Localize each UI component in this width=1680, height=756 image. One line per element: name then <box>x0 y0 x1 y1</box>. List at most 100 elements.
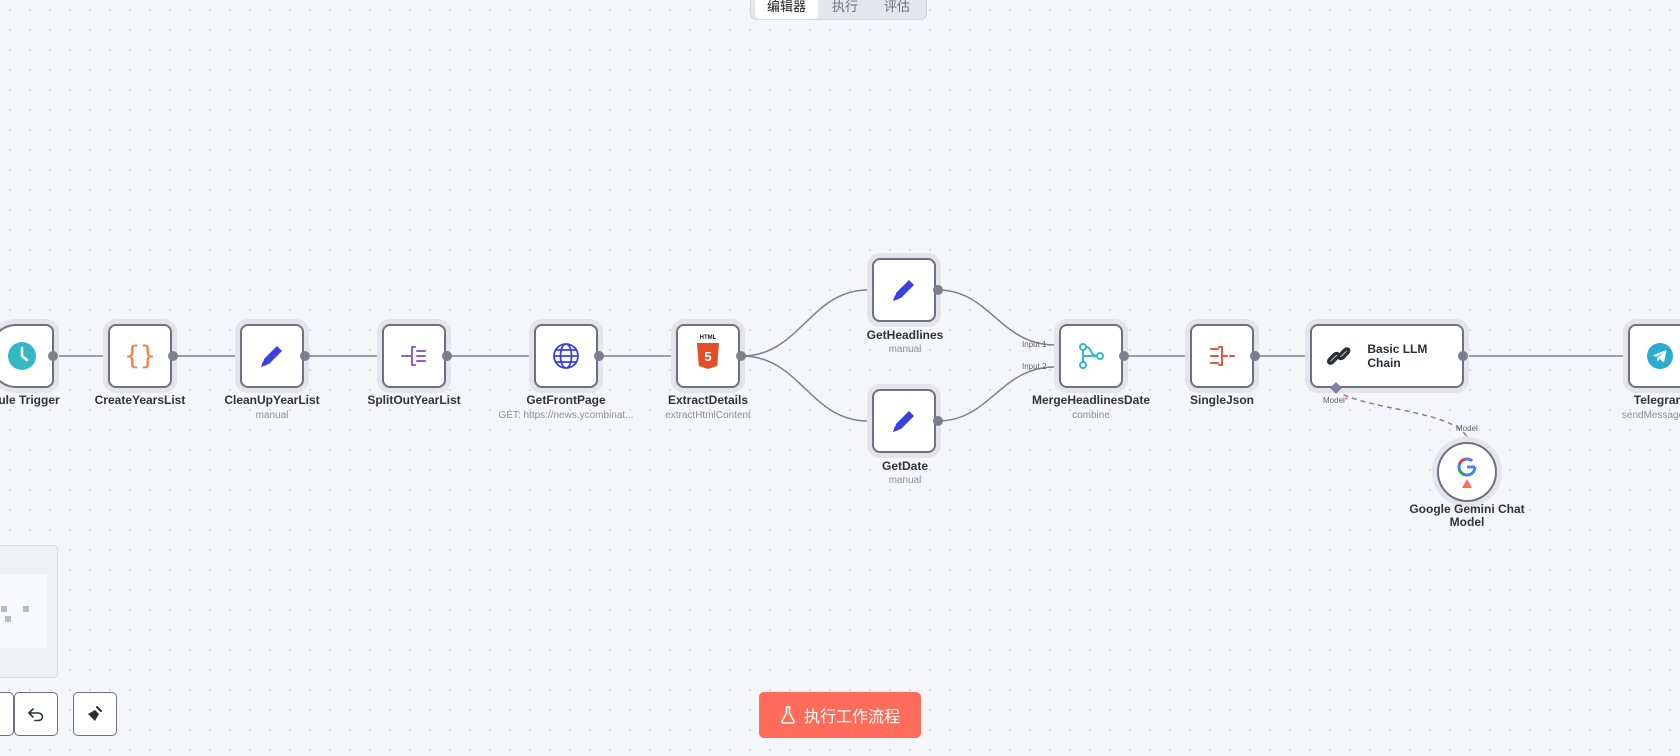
tidy-up-button[interactable] <box>73 692 117 736</box>
node-label: GetDate <box>881 459 929 473</box>
node-create-years-list[interactable]: {} <box>108 324 172 388</box>
node-get-front-page[interactable] <box>534 324 598 388</box>
tab-executions[interactable]: 执行 <box>832 0 859 14</box>
broom-icon <box>88 706 102 721</box>
output-handle[interactable] <box>1250 351 1260 361</box>
output-handle[interactable] <box>300 351 310 361</box>
node-title: Basic LLM Chain <box>1367 342 1428 370</box>
merge-icon <box>1079 343 1104 369</box>
output-handle[interactable] <box>1458 351 1468 361</box>
pencil-icon <box>893 280 914 301</box>
input-handle[interactable] <box>530 350 536 362</box>
html5-glyph: 5 <box>704 348 712 364</box>
output-handle[interactable] <box>933 416 943 426</box>
chain-link-icon <box>1326 347 1351 365</box>
undo-icon <box>28 708 44 722</box>
warning-icon <box>1462 479 1472 488</box>
tab-evaluations[interactable]: 评估 <box>884 0 911 14</box>
view-tabs: 编辑器 执行 评估 <box>750 0 928 20</box>
required-mark: * <box>1344 396 1348 405</box>
input-handle[interactable] <box>1055 361 1061 373</box>
execute-workflow-button[interactable]: 执行工作流程 <box>759 692 921 738</box>
input-handle[interactable] <box>1186 350 1192 362</box>
minimap-node <box>23 606 29 612</box>
node-label: edule Trigger <box>0 393 60 407</box>
node-schedule-trigger[interactable] <box>0 324 54 388</box>
node-label: Google Gemini Chat Model <box>1409 503 1524 529</box>
output-handle[interactable] <box>594 351 604 361</box>
input-handle[interactable] <box>236 350 242 362</box>
node-label: ExtractDetails <box>667 393 749 407</box>
input-handle[interactable] <box>104 350 110 362</box>
node-label: SplitOutYearList <box>367 393 461 407</box>
node-merge-headlines-date[interactable] <box>1059 324 1123 388</box>
node-label: SingleJson <box>1189 393 1255 407</box>
output-handle[interactable] <box>168 351 178 361</box>
globe-icon <box>553 343 579 369</box>
model-port-diamond[interactable] <box>1330 382 1342 394</box>
output-handle[interactable] <box>736 351 746 361</box>
input-handle[interactable] <box>672 350 678 362</box>
model-port-text: Model <box>1323 396 1345 405</box>
node-subtitle: manual <box>255 410 289 421</box>
minimap-node <box>5 616 11 622</box>
zoom-button[interactable] <box>0 692 14 736</box>
node-label-line: Google Gemini Chat <box>1409 502 1525 516</box>
node-extract-details[interactable]: HTML 5 <box>676 324 740 388</box>
node-label: MergeHeadlinesDate <box>1031 393 1151 407</box>
node-single-json[interactable] <box>1190 324 1254 388</box>
google-icon <box>1456 456 1478 488</box>
connection-line <box>937 289 1056 346</box>
node-label: CreateYearsList <box>94 393 186 407</box>
minimap-node <box>1 606 7 612</box>
input-handle[interactable] <box>1624 350 1630 362</box>
input-handle[interactable] <box>1306 350 1312 362</box>
execute-workflow-label: 执行工作流程 <box>803 707 900 726</box>
input-handle[interactable] <box>868 415 874 427</box>
node-label: Telegram <box>1633 393 1680 407</box>
input-handle[interactable] <box>1055 339 1061 351</box>
node-clean-up-year-list[interactable] <box>240 324 304 388</box>
input-2-label: Input 2 <box>1022 362 1047 371</box>
aggregate-icon <box>1210 346 1235 366</box>
node-google-gemini-chat-model[interactable] <box>1437 442 1497 502</box>
output-handle[interactable] <box>933 285 943 295</box>
node-get-date[interactable] <box>872 389 936 453</box>
node-label: GetFrontPage <box>526 393 606 407</box>
telegram-icon <box>1647 343 1673 369</box>
node-basic-llm-chain[interactable]: Basic LLM Chain <box>1310 324 1464 388</box>
html5-badge-text: HTML <box>699 335 717 341</box>
node-subtitle: manual <box>888 475 922 486</box>
code-braces-icon: {} <box>124 341 156 371</box>
node-label-line: Model <box>1449 515 1485 529</box>
output-handle[interactable] <box>442 351 452 361</box>
node-subtitle: combine <box>1072 410 1110 421</box>
google-g-icon <box>1457 457 1477 477</box>
model-connection-line <box>1335 389 1469 441</box>
node-subtitle: sendMessage: m <box>1621 410 1680 421</box>
tab-editor[interactable]: 编辑器 <box>755 0 819 19</box>
node-telegram[interactable] <box>1628 324 1680 388</box>
flask-icon <box>781 706 795 724</box>
input-handle[interactable] <box>378 350 384 362</box>
minimap[interactable] <box>0 545 58 678</box>
pencil-icon <box>893 411 914 432</box>
undo-button[interactable] <box>14 692 58 736</box>
node-subtitle: GET: https://news.ycombinat... <box>498 410 634 421</box>
input-handle[interactable] <box>868 284 874 296</box>
model-port-label: Model* <box>1323 396 1348 405</box>
node-label: CleanUpYearList <box>224 393 320 407</box>
clock-icon <box>8 342 36 370</box>
minimap-viewport <box>0 574 47 648</box>
html5-icon: HTML 5 <box>697 335 719 369</box>
node-subtitle: extractHtmlContent <box>665 410 751 421</box>
output-handle[interactable] <box>48 351 58 361</box>
node-get-headlines[interactable] <box>872 258 936 322</box>
connection-line <box>741 289 869 357</box>
split-out-icon <box>401 346 426 366</box>
connection-line <box>937 366 1056 422</box>
node-subtitle: manual <box>888 344 922 355</box>
output-handle[interactable] <box>1119 351 1129 361</box>
node-split-out-year-list[interactable] <box>382 324 446 388</box>
